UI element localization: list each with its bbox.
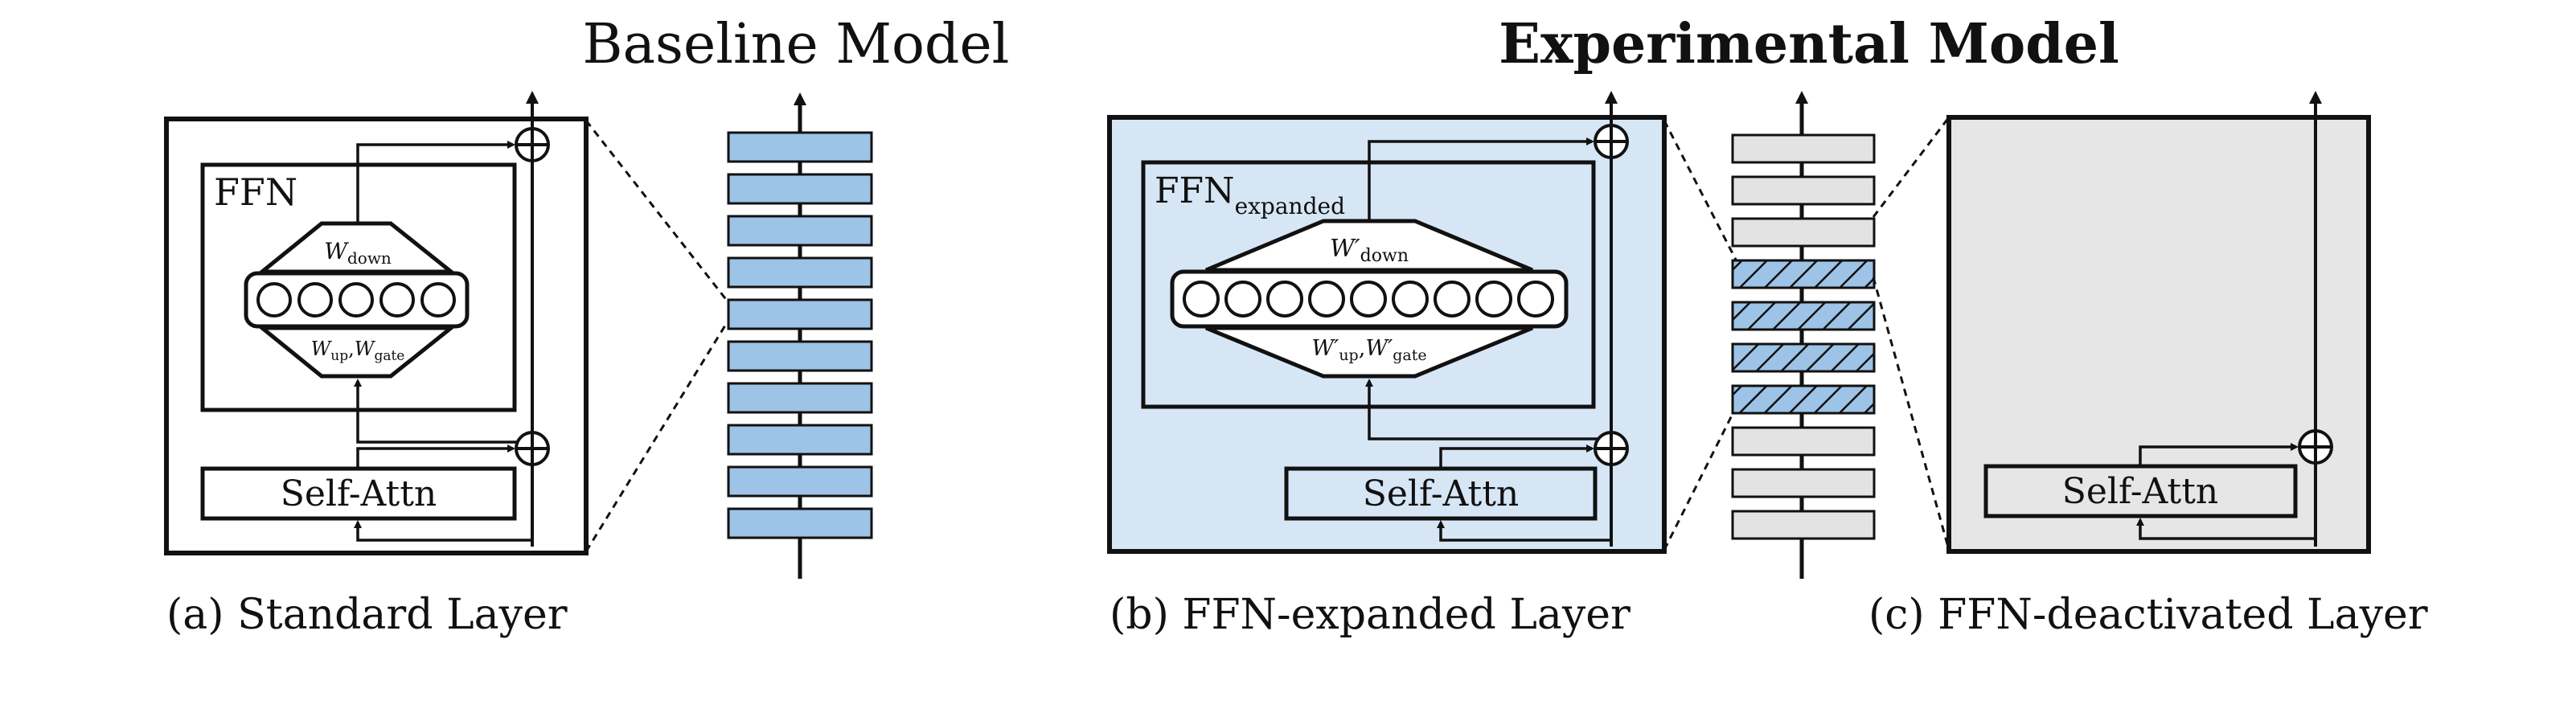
neuron-node xyxy=(338,282,374,318)
expanded-self-attn-box xyxy=(1284,466,1598,521)
expanded-ffn-output-arrow xyxy=(1368,137,1594,221)
attn-residual-add xyxy=(515,431,550,466)
baseline-layer-block xyxy=(727,465,873,498)
baseline-layer-block xyxy=(727,173,873,205)
expanded-neuron-group xyxy=(1183,281,1554,318)
zoom-line-top-a xyxy=(585,120,729,302)
deactivated-attn-output-arrow xyxy=(2139,443,2299,466)
experimental-layer-stack xyxy=(1731,91,1876,579)
expanded-layer-block xyxy=(1731,342,1876,373)
expanded-layer-block xyxy=(1731,384,1876,415)
expanded-attn-input-arrow xyxy=(1437,520,1611,542)
ffn-residual-add xyxy=(515,127,550,162)
ffn-label: FFN xyxy=(214,170,297,214)
caption-standard: (a) Standard Layer xyxy=(166,591,568,639)
deactivated-layer-block xyxy=(1731,510,1876,540)
zoom-line-bottom-c xyxy=(1872,277,1950,551)
neuron-node xyxy=(1266,281,1303,318)
ffn-input-arrow xyxy=(354,379,532,444)
expanded-ffn-residual-add xyxy=(1594,124,1629,159)
deactivated-layer-block xyxy=(1731,468,1876,498)
expanded-layer-block xyxy=(1731,301,1876,331)
baseline-layer-block xyxy=(727,256,873,289)
deactivated-self-attn-box xyxy=(1983,464,2298,518)
baseline-layer-block xyxy=(727,382,873,414)
w-prime-down-label: W′down xyxy=(1330,235,1409,266)
neuron-node xyxy=(420,282,456,318)
experimental-title: Experimental Model xyxy=(1499,12,2119,76)
neuron-node xyxy=(297,282,333,318)
expanded-layer-block xyxy=(1731,259,1876,289)
neuron-node xyxy=(1434,281,1471,318)
deactivated-layer-block xyxy=(1731,426,1876,457)
baseline-layer-block xyxy=(727,215,873,247)
attn-output-arrow xyxy=(356,445,515,469)
caption-deactivated: (c) FFN-deactivated Layer xyxy=(1868,591,2428,639)
zoom-line-top-b xyxy=(1663,120,1738,262)
baseline-layer-block xyxy=(727,131,873,163)
w-prime-up-gate-label: W′up,W′gate xyxy=(1311,336,1426,364)
deactivated-layer-panel: Self-Attn xyxy=(1946,91,2371,554)
zoom-line-bottom-b xyxy=(1663,405,1738,551)
deactivated-layer-block xyxy=(1731,133,1876,164)
zoom-line-top-c xyxy=(1872,117,1950,218)
neuron-node xyxy=(1183,281,1220,318)
standard-layer-panel: FFN Wdown Wup,Wgate Self-Attn xyxy=(164,91,589,555)
expanded-layer-panel: FFNexpanded W′down W′up,W′gate Self-Attn xyxy=(1107,91,1667,554)
baseline-layer-highlighted xyxy=(727,298,873,330)
experimental-layers xyxy=(1731,133,1876,540)
expanded-attn-residual-add xyxy=(1594,431,1629,466)
deactivated-self-attn-label: Self-Attn xyxy=(2062,471,2219,512)
attn-input-arrow xyxy=(354,520,532,542)
neuron-node xyxy=(1308,281,1345,318)
neuron-node xyxy=(1475,281,1512,318)
w-down-label: Wdown xyxy=(324,238,392,268)
deactivated-attn-residual-add xyxy=(2298,429,2333,465)
neuron-node xyxy=(1517,281,1554,318)
expanded-ffn-input-arrow xyxy=(1365,379,1611,440)
zoom-line-bottom-a xyxy=(585,321,729,552)
self-attn-label: Self-Attn xyxy=(281,473,437,514)
ffn-output-arrow xyxy=(356,141,515,223)
baseline-layer-block xyxy=(727,424,873,456)
baseline-layer-block xyxy=(727,340,873,372)
neuron-node xyxy=(256,282,292,318)
expanded-attn-output-arrow xyxy=(1439,445,1594,469)
expanded-self-attn-label: Self-Attn xyxy=(1363,473,1520,514)
caption-expanded: (b) FFN-expanded Layer xyxy=(1110,591,1631,639)
baseline-layer-block xyxy=(727,507,873,539)
neuron-node xyxy=(1350,281,1387,318)
baseline-layer-stack xyxy=(727,92,873,579)
ffn-expanded-label: FFNexpanded xyxy=(1155,170,1345,219)
neuron-node xyxy=(379,282,415,318)
deactivated-layer-block xyxy=(1731,217,1876,248)
w-up-gate-label: Wup,Wgate xyxy=(311,338,405,364)
baseline-title: Baseline Model xyxy=(583,13,1010,76)
deactivated-layer-block xyxy=(1731,175,1876,206)
deactivated-attn-input-arrow xyxy=(2136,518,2316,540)
neuron-node xyxy=(1392,281,1429,318)
baseline-layers xyxy=(727,131,873,539)
neuron-group xyxy=(256,282,456,318)
neuron-node xyxy=(1224,281,1261,318)
